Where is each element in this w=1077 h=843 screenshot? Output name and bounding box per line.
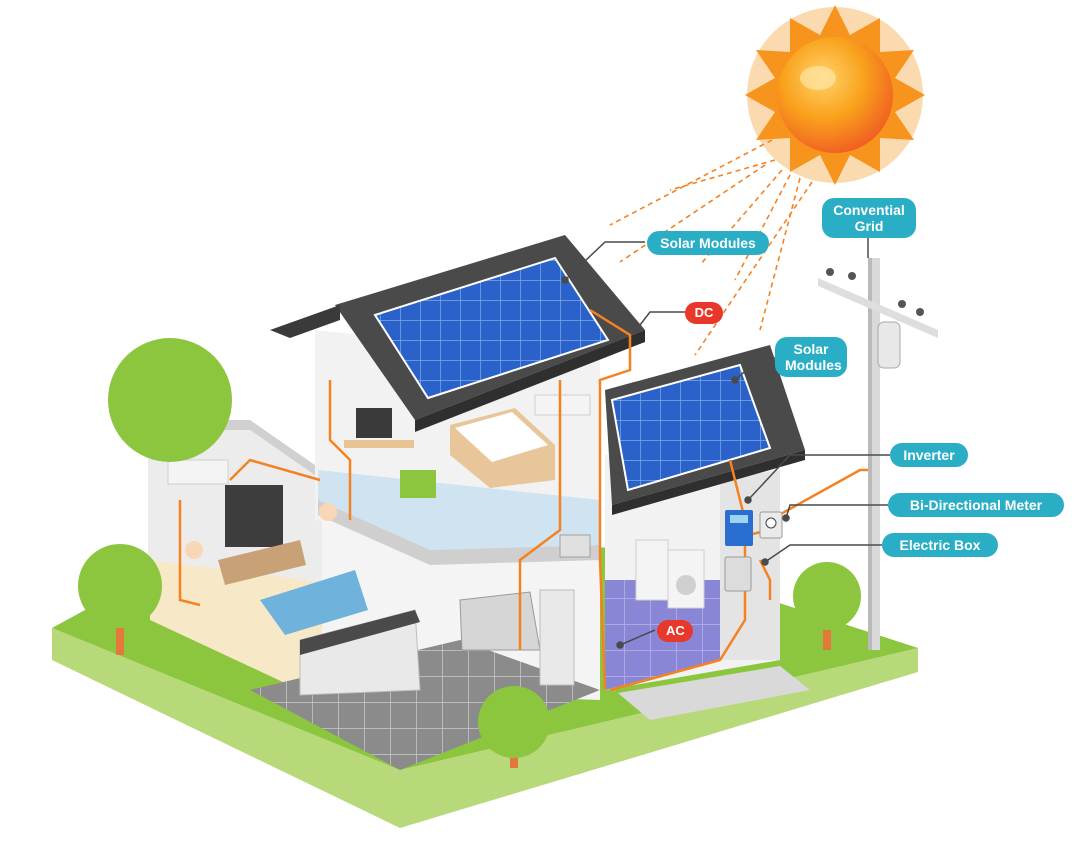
meter-icon (759, 511, 783, 539)
grid-callout: Convential Grid (822, 198, 916, 238)
utility-pole-icon (818, 258, 938, 650)
solar-modules-secondary-callout: Solar Modules (775, 337, 847, 377)
meter-callout: Bi-Directional Meter (888, 493, 1064, 517)
grid-callout-line1: Convential (833, 202, 905, 218)
tree-icon (78, 338, 861, 768)
solar-panel-main (373, 256, 610, 400)
bedroom (344, 394, 591, 498)
ac-badge: AC (657, 620, 693, 642)
sun-rays (609, 139, 813, 356)
solar-panel-secondary (610, 363, 772, 492)
grid-callout-line2: Grid (854, 218, 884, 234)
laundry (635, 539, 705, 609)
sun-icon (745, 5, 925, 185)
electric-box-icon (724, 556, 752, 592)
electric-box-callout: Electric Box (882, 533, 998, 557)
living-room (167, 459, 368, 635)
inverter-icon (725, 510, 753, 546)
inverter-callout: Inverter (890, 443, 968, 467)
solar-modules-callout: Solar Modules (647, 231, 769, 255)
solar-modules-secondary-line2: Modules (785, 357, 842, 373)
dc-badge: DC (685, 302, 723, 324)
secondary-roof (605, 345, 805, 515)
leader-lines (561, 232, 890, 649)
solar-modules-secondary-line1: Solar (793, 341, 829, 357)
